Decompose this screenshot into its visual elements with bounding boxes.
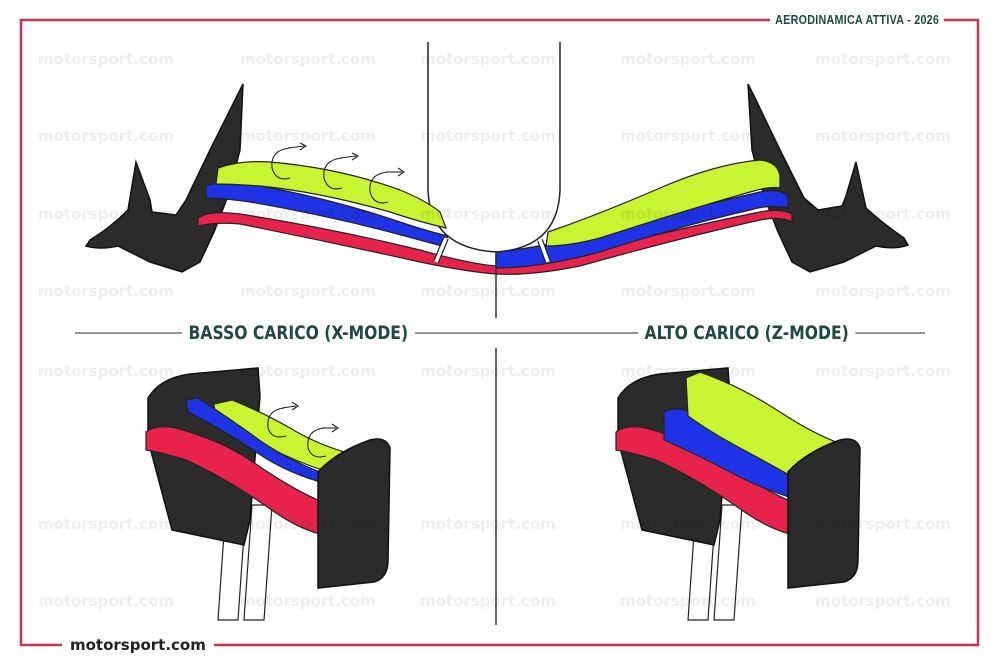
watermark: motorsport.com bbox=[620, 362, 756, 380]
watermark: motorsport.com bbox=[38, 282, 174, 300]
watermark: motorsport.com bbox=[620, 205, 756, 223]
watermark: motorsport.com bbox=[815, 127, 951, 145]
watermark: motorsport.com bbox=[240, 127, 376, 145]
watermark: motorsport.com bbox=[815, 592, 951, 610]
watermark: motorsport.com bbox=[38, 50, 174, 68]
watermark: motorsport.com bbox=[620, 515, 756, 533]
front-endplate-right bbox=[747, 83, 910, 273]
watermark: motorsport.com bbox=[815, 50, 951, 68]
rear-wing-z-mode bbox=[615, 367, 861, 621]
watermark: motorsport.com bbox=[815, 362, 951, 380]
watermark: motorsport.com bbox=[620, 282, 756, 300]
airflow-swirl-icon bbox=[267, 401, 339, 458]
watermark: motorsport.com bbox=[420, 515, 556, 533]
watermark: motorsport.com bbox=[240, 282, 376, 300]
page-title: AERODINAMICA ATTIVA - 2026 bbox=[770, 9, 944, 31]
watermark: motorsport.com bbox=[420, 362, 556, 380]
outer-frame bbox=[19, 18, 980, 647]
watermark: motorsport.com bbox=[420, 50, 556, 68]
front-flap-upper-right bbox=[545, 159, 781, 247]
watermark: motorsport.com bbox=[240, 50, 376, 68]
section-label-high-downforce: ALTO CARICO (Z-MODE) bbox=[638, 318, 856, 348]
front-wing-diagram bbox=[84, 42, 910, 275]
front-flap-upper-left bbox=[215, 161, 447, 229]
watermark: motorsport.com bbox=[38, 362, 174, 380]
watermark: motorsport.com bbox=[815, 282, 951, 300]
rear-endplate-front-x bbox=[317, 438, 391, 589]
watermark: motorsport.com bbox=[420, 592, 556, 610]
watermark: motorsport.com bbox=[815, 205, 951, 223]
watermark: motorsport.com bbox=[38, 515, 174, 533]
rear-wing-x-mode bbox=[145, 367, 391, 621]
watermark: motorsport.com bbox=[240, 592, 376, 610]
watermark: motorsport.com bbox=[620, 50, 756, 68]
watermark: motorsport.com bbox=[420, 205, 556, 223]
watermark: motorsport.com bbox=[620, 127, 756, 145]
watermark: motorsport.com bbox=[38, 592, 174, 610]
watermark: motorsport.com bbox=[815, 515, 951, 533]
rear-endplate-front-z bbox=[787, 438, 861, 589]
brand-logo: motorsport.com bbox=[62, 633, 214, 657]
airflow-swirl-icon bbox=[271, 142, 405, 204]
section-label-low-downforce: BASSO CARICO (X-MODE) bbox=[182, 318, 415, 348]
watermark: motorsport.com bbox=[620, 592, 756, 610]
watermark: motorsport.com bbox=[240, 205, 376, 223]
watermark: motorsport.com bbox=[240, 362, 376, 380]
watermark: motorsport.com bbox=[240, 515, 376, 533]
watermark: motorsport.com bbox=[38, 205, 174, 223]
watermark: motorsport.com bbox=[420, 127, 556, 145]
watermark: motorsport.com bbox=[38, 127, 174, 145]
watermark: motorsport.com bbox=[420, 282, 556, 300]
